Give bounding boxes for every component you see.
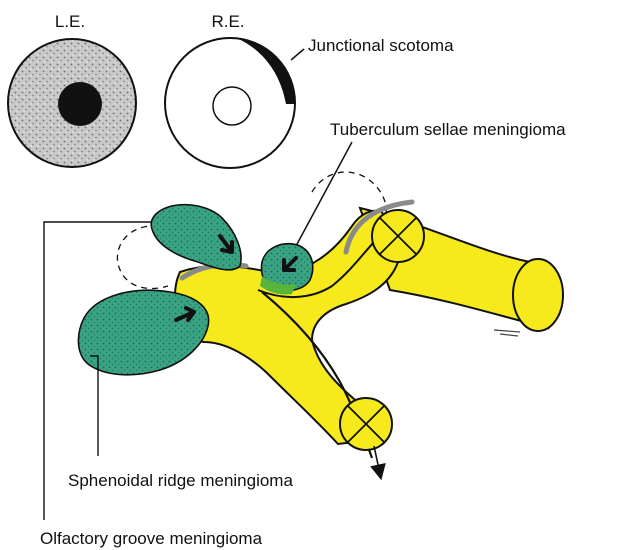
left-eye-field: [8, 39, 136, 167]
optic-nerve-top: [372, 210, 424, 262]
optic-nerve-bottom: [340, 398, 392, 450]
right-eye-field: [165, 20, 320, 168]
arrow-optic-exit: [374, 446, 380, 474]
right-eye-label: R.E.: [211, 12, 244, 31]
tumor-olfactory-groove: [151, 205, 241, 270]
tuberculum-sellae-label: Tuberculum sellae meningioma: [330, 120, 566, 139]
olfactory-groove-label: Olfactory groove meningioma: [40, 529, 263, 548]
junctional-scotoma-label: Junctional scotoma: [308, 36, 454, 55]
tuberculum-leader: [296, 142, 352, 246]
blind-spot: [213, 87, 251, 125]
junctional-scotoma-leader: [291, 49, 304, 60]
optic-tract-end: [513, 259, 563, 331]
central-scotoma: [58, 82, 102, 126]
left-eye-label: L.E.: [55, 12, 85, 31]
sphenoidal-ridge-label: Sphenoidal ridge meningioma: [68, 471, 293, 490]
hatch-marks: [494, 330, 520, 336]
sphenoidal-leader: [90, 356, 98, 456]
